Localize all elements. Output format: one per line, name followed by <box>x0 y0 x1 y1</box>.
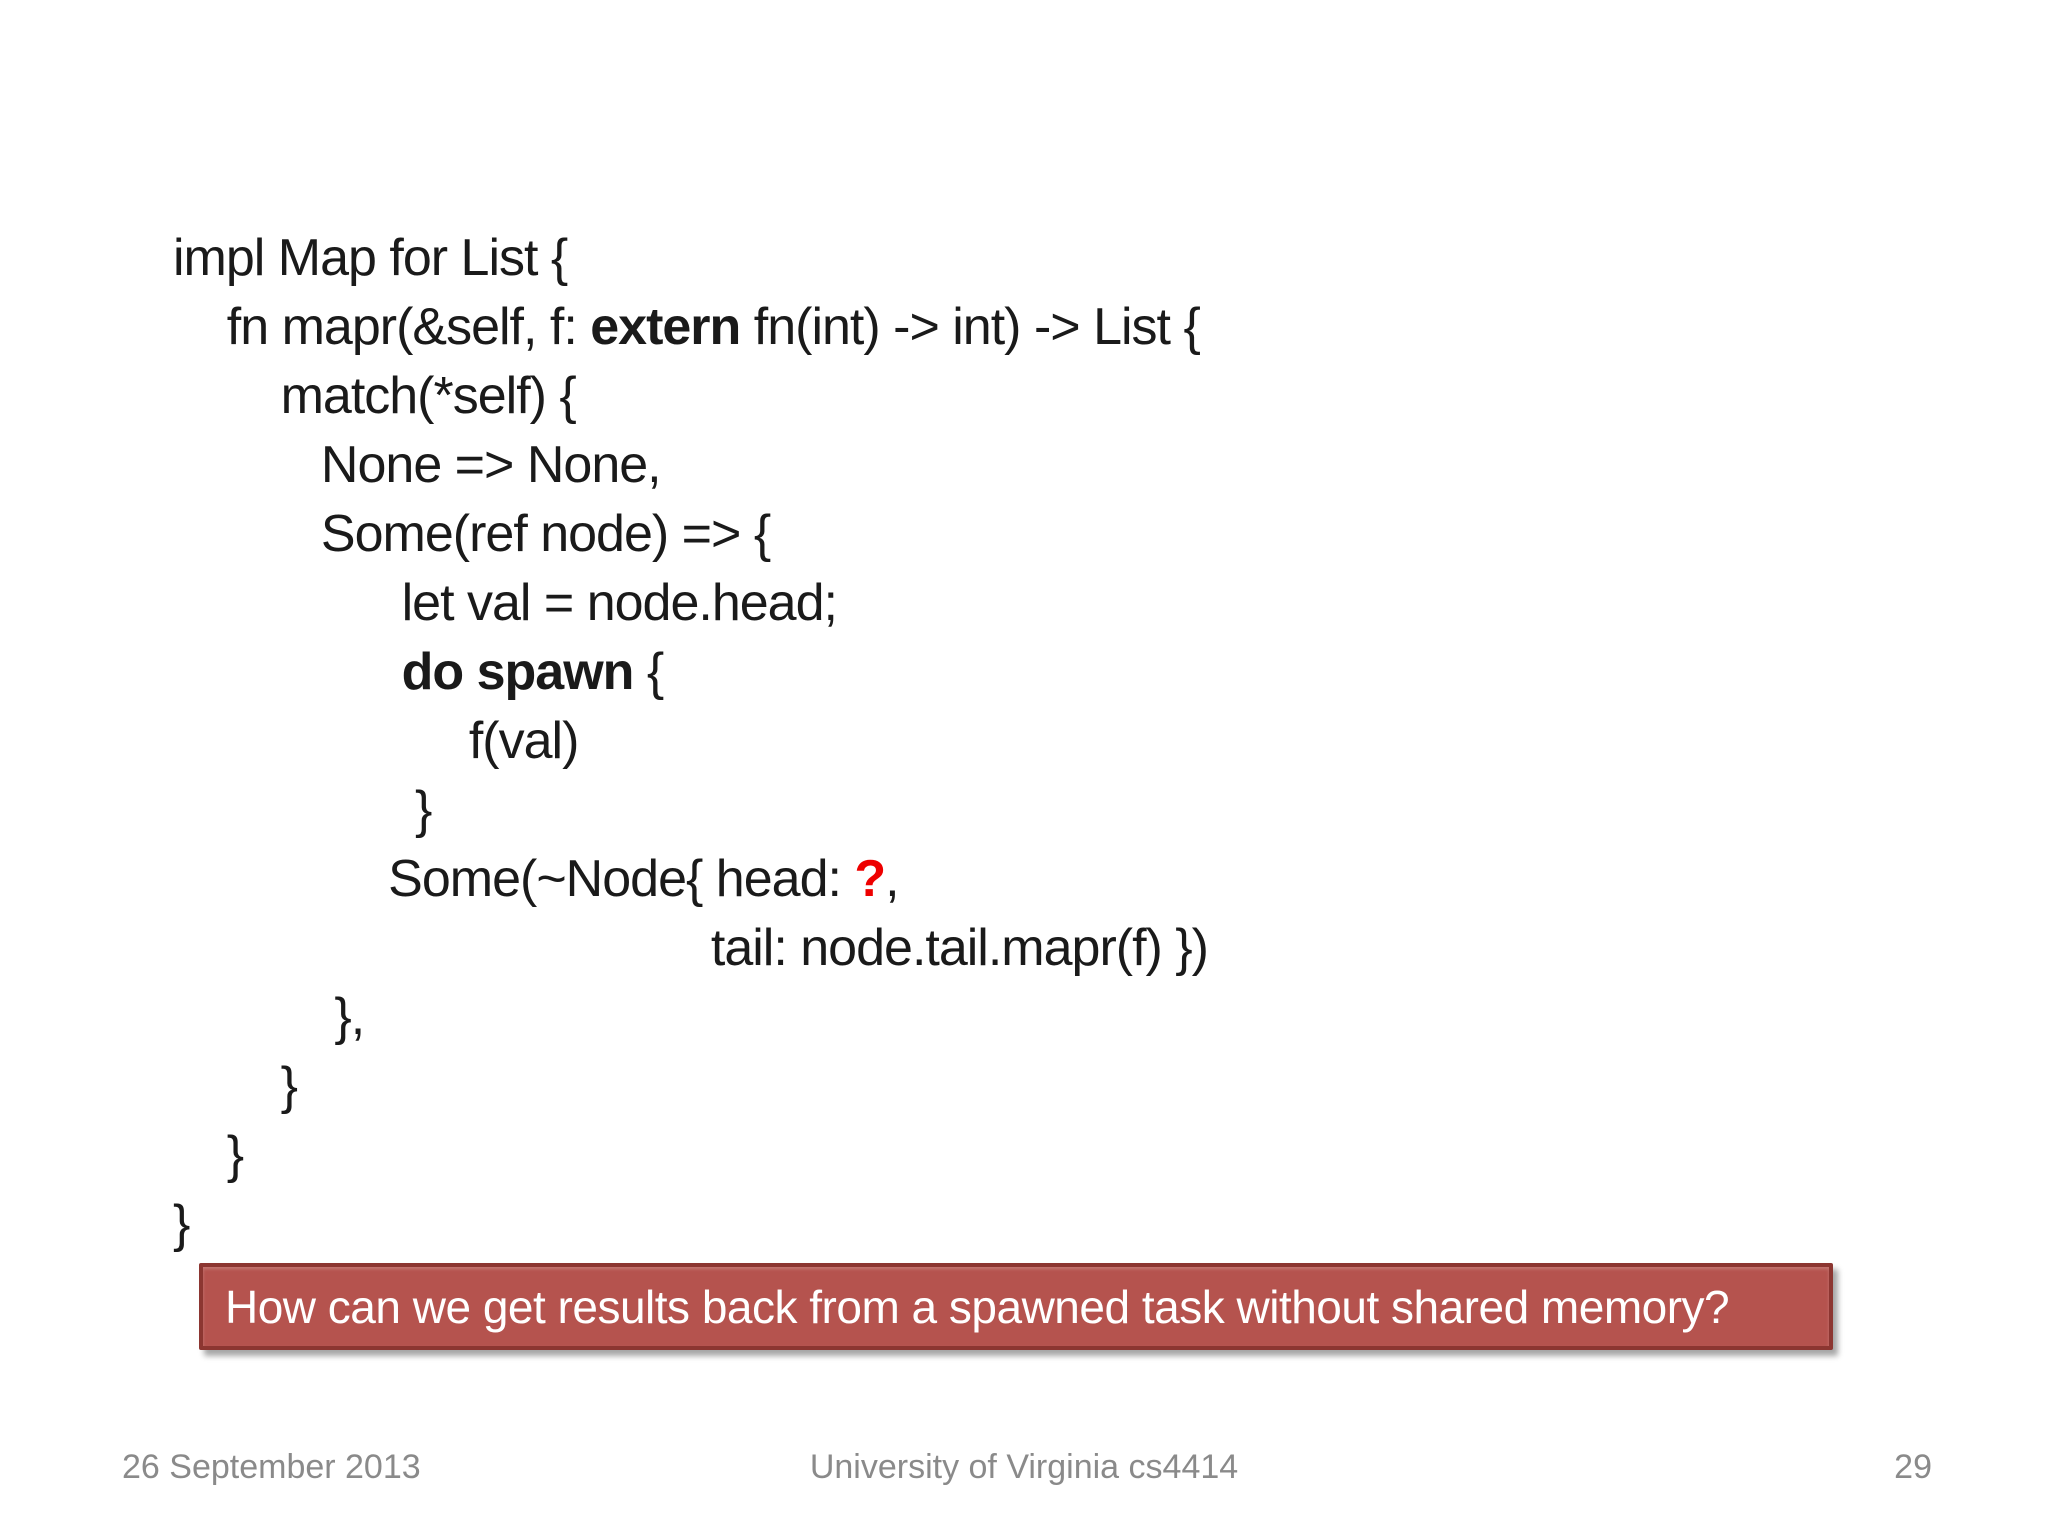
code-line: None => None, <box>173 431 1208 500</box>
banner-text: How can we get results back from a spawn… <box>225 1280 1730 1333</box>
code-segment: extern <box>590 298 741 356</box>
question-banner: How can we get results back from a spawn… <box>199 1263 1833 1350</box>
code-line: f(val) <box>173 707 1208 776</box>
code-segment: { <box>633 643 664 701</box>
code-line: } <box>173 1121 1208 1190</box>
footer: 26 September 2013 University of Virginia… <box>0 1448 2048 1498</box>
code-segment: f(val) <box>173 712 580 770</box>
code-segment: } <box>173 1126 244 1184</box>
code-segment: fn mapr(&self, f: <box>173 298 591 356</box>
code-segment: Some(ref node) => { <box>173 505 771 563</box>
code-line: }, <box>173 983 1208 1052</box>
code-line: tail: node.tail.mapr(f) }) <box>173 914 1209 983</box>
code-segment: match(*self) { <box>173 367 577 425</box>
code-line: let val = node.head; <box>173 569 1208 638</box>
code-segment: fn(int) -> int) -> List { <box>740 298 1201 356</box>
code-segment: , <box>885 850 899 908</box>
code-segment: Some(~Node{ head: <box>173 850 855 908</box>
code-line: Some(~Node{ head: ?, <box>173 845 1208 914</box>
code-segment: do spawn <box>401 643 635 701</box>
code-segment: } <box>173 1057 298 1115</box>
code-segment: } <box>173 1195 190 1253</box>
code-segment: tail: node.tail.mapr(f) }) <box>173 919 1209 977</box>
code-segment: } <box>173 781 432 839</box>
code-line: impl Map for List { <box>173 224 1208 293</box>
code-line: } <box>173 1052 1208 1121</box>
code-segment: }, <box>173 988 365 1046</box>
code-line: fn mapr(&self, f: extern fn(int) -> int)… <box>173 293 1208 362</box>
code-line: do spawn { <box>173 638 1208 707</box>
code-line: } <box>173 776 1208 845</box>
code-segment <box>173 643 402 701</box>
code-placeholder-question-mark: ? <box>854 850 886 908</box>
code-segment: impl Map for List { <box>173 229 568 287</box>
footer-page-number: 29 <box>1894 1448 1932 1486</box>
footer-center: University of Virginia cs4414 <box>809 1448 1239 1486</box>
code-segment: let val = node.head; <box>173 574 838 632</box>
code-line: } <box>173 1190 1208 1259</box>
code-line: Some(ref node) => { <box>173 500 1208 569</box>
footer-date: 26 September 2013 <box>122 1448 421 1486</box>
code-segment: None => None, <box>173 436 662 494</box>
code-block: impl Map for List { fn mapr(&self, f: ex… <box>173 224 1209 1259</box>
code-line: match(*self) { <box>173 362 1208 431</box>
